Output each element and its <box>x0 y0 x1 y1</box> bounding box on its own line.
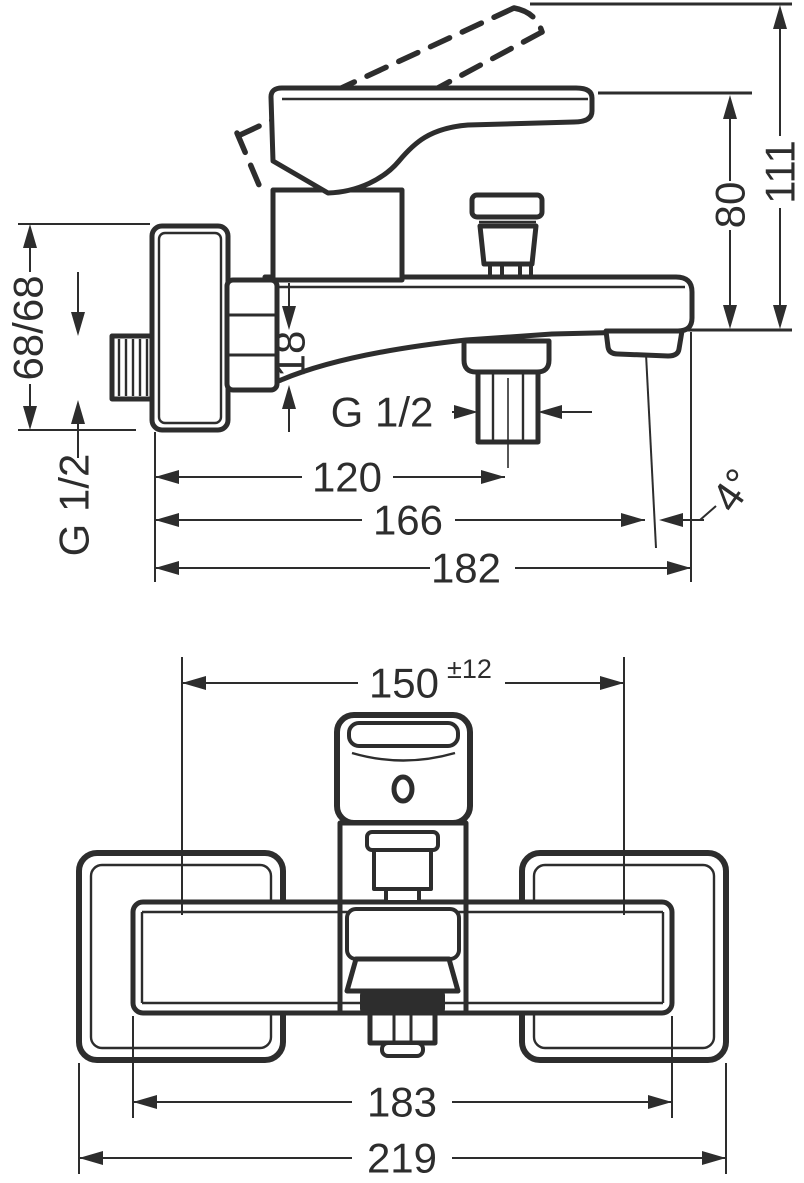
dim-150-label: 150 <box>369 660 439 707</box>
dim-111-label: 111 <box>757 140 804 204</box>
dim-wall-thread-g12: G 1/2 <box>51 272 98 556</box>
dim-projection-166: 166 4° <box>155 460 764 544</box>
spout-axis-line <box>645 353 657 549</box>
supply-pipe <box>109 333 157 402</box>
diverter-knob <box>469 192 545 278</box>
dim-166-label: 166 <box>373 497 443 544</box>
lever-handle-top <box>334 712 473 905</box>
side-view: 111 80 68/68 G 1/2 1 <box>5 2 804 592</box>
dim-120-label: 120 <box>312 454 382 501</box>
wall-plate-side <box>149 223 231 433</box>
centre-housing-front <box>337 902 469 1058</box>
dim-183-label: 183 <box>367 1079 437 1126</box>
dim-80-label: 80 <box>707 182 754 229</box>
dim-total-width-219: 219 <box>79 1135 726 1182</box>
dim-projection-182: 182 <box>155 545 691 592</box>
dim-182-label: 182 <box>431 545 501 592</box>
dim-mounting-centres-150: 150 ±12 <box>182 654 624 707</box>
dim-projection-120: 120 <box>155 454 505 501</box>
wall-thread-label: G 1/2 <box>51 454 98 557</box>
spout-aerator <box>603 328 685 359</box>
dim-150-tolerance-label: ±12 <box>447 654 492 684</box>
dim-spout-height-18: 18 <box>267 283 314 432</box>
shower-outlet <box>461 338 552 468</box>
dim-68-68-label: 68/68 <box>5 275 52 380</box>
dim-handle-height-80: 80 <box>707 95 754 329</box>
cartridge-housing <box>270 187 405 283</box>
front-view: 150 ±12 183 219 <box>76 654 729 1182</box>
dim-18-label: 18 <box>267 331 314 378</box>
dim-total-height-111: 111 <box>757 5 804 329</box>
dim-wall-plate-68-68: 68/68 <box>5 224 52 430</box>
dim-shower-outlet-g12: G 1/2 <box>331 389 592 436</box>
lever-handle <box>268 85 595 196</box>
dim-219-label: 219 <box>367 1135 437 1182</box>
shower-outlet-thread-label: G 1/2 <box>331 389 434 436</box>
union-nut <box>224 277 280 393</box>
dim-body-width-183: 183 <box>133 1079 672 1126</box>
